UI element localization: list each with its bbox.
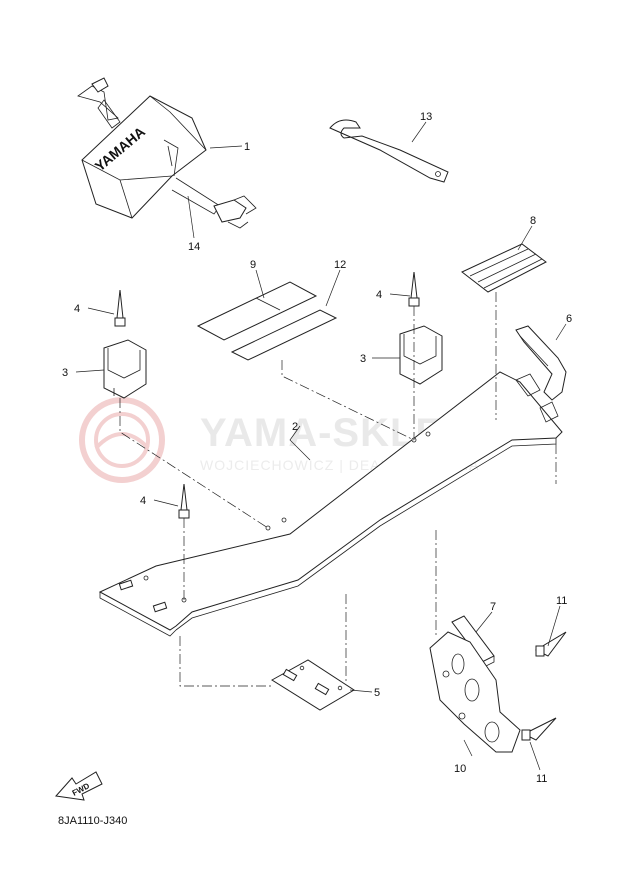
callout-11-upper: 11 xyxy=(556,595,567,607)
part-spanner xyxy=(329,119,449,183)
part-sticker-12 xyxy=(230,309,338,361)
part-rivet-b xyxy=(521,717,557,741)
part-plate xyxy=(271,659,355,711)
callout-4-lower: 4 xyxy=(140,495,146,507)
part-clip-left xyxy=(103,339,147,399)
callout-6: 6 xyxy=(566,313,572,325)
callout-10: 10 xyxy=(454,763,466,775)
part-cover: YAMAHA xyxy=(77,77,257,229)
callout-7: 7 xyxy=(490,601,496,613)
diagram-code: 8JA1110-J340 xyxy=(58,815,127,827)
callout-5: 5 xyxy=(374,687,380,699)
callout-11-lower: 11 xyxy=(536,773,547,785)
callout-2: 2 xyxy=(292,421,298,433)
callout-13: 13 xyxy=(420,111,432,123)
assembly-lines xyxy=(119,292,557,687)
part-fastener-c xyxy=(178,483,190,519)
part-sticker-9 xyxy=(196,281,318,341)
callout-3-right: 3 xyxy=(360,353,366,365)
fwd-arrow-icon: FWD xyxy=(55,771,103,801)
part-bracket xyxy=(515,325,567,401)
part-fastener-a xyxy=(114,289,126,327)
part-fastener-b xyxy=(408,271,420,307)
callout-14: 14 xyxy=(188,241,200,253)
leader-lines xyxy=(75,121,567,771)
watermark-logo-icon xyxy=(79,397,165,483)
callout-4-right: 4 xyxy=(376,289,382,301)
callout-8: 8 xyxy=(530,215,536,227)
callout-9: 9 xyxy=(250,259,256,271)
callout-12: 12 xyxy=(334,259,346,271)
callout-3-left: 3 xyxy=(62,367,68,379)
part-rivet-a xyxy=(534,631,567,657)
callout-1: 1 xyxy=(244,141,250,153)
part-holder xyxy=(429,631,521,753)
callout-4-left: 4 xyxy=(74,303,80,315)
part-main-plate xyxy=(98,371,563,637)
part-clip-right xyxy=(399,325,443,385)
part-pad xyxy=(461,243,547,293)
